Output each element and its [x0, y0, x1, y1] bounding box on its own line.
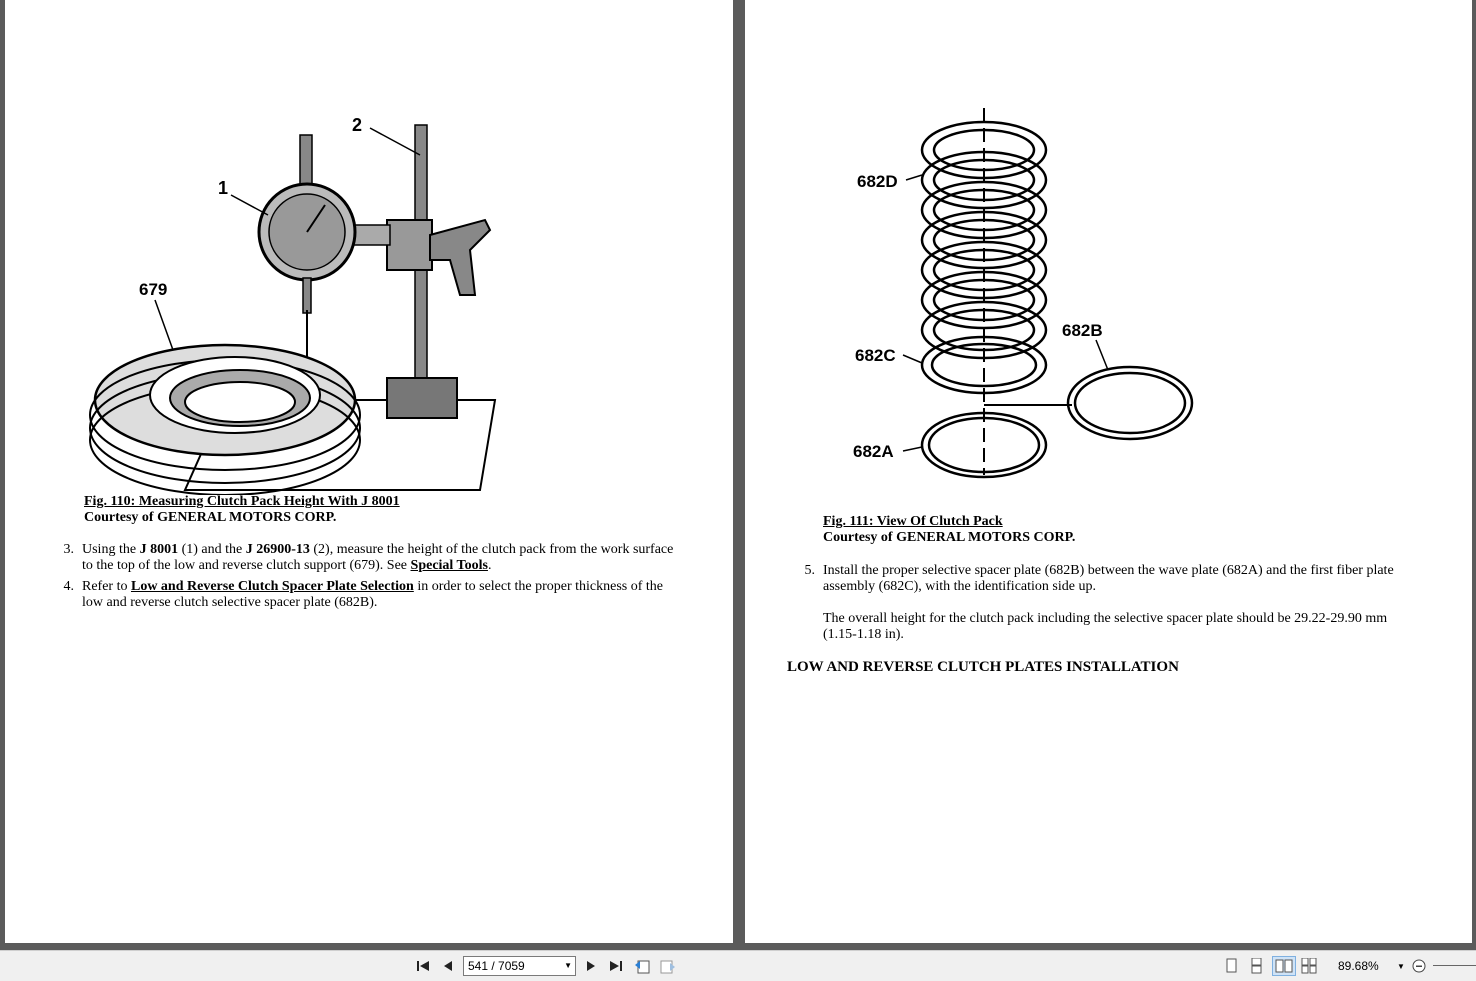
- height-note: (1.15-1.18 in).: [823, 627, 904, 642]
- figure-111-title: Fig. 111: View Of Clutch Pack: [823, 514, 1003, 529]
- viewer-toolbar: 541 / 7059 ▼ 89.68% ▼: [0, 950, 1476, 981]
- tool-j8001: J 8001: [139, 542, 179, 557]
- step-text: Install the proper selective spacer plat…: [823, 563, 1394, 578]
- section-heading: LOW AND REVERSE CLUTCH PLATES INSTALLATI…: [787, 659, 1179, 675]
- last-page-icon[interactable]: [607, 957, 625, 975]
- chevron-down-icon: ▼: [564, 961, 572, 970]
- step-text: .: [487, 558, 492, 573]
- callout-682b: 682B: [1062, 321, 1103, 340]
- figure-110-credit: Courtesy of GENERAL MOTORS CORP.: [84, 510, 337, 525]
- spacer-plate-selection-link[interactable]: Low and Reverse Clutch Spacer Plate Sele…: [130, 579, 414, 594]
- figure-110-title: Fig. 110: Measuring Clutch Pack Height W…: [84, 494, 400, 509]
- zoom-level[interactable]: 89.68%: [1338, 959, 1379, 973]
- prev-page-icon[interactable]: [439, 957, 457, 975]
- step-text: low and reverse clutch selective spacer …: [82, 595, 378, 610]
- forward-view-icon[interactable]: [659, 957, 677, 975]
- height-note: The overall height for the clutch pack i…: [823, 611, 1388, 626]
- back-view-icon[interactable]: [633, 957, 651, 975]
- callout-1: 1: [218, 178, 228, 198]
- step-text: in order to select the proper thickness …: [413, 579, 664, 594]
- facing-icon[interactable]: [1272, 956, 1296, 976]
- zoom-slider[interactable]: [1433, 965, 1476, 966]
- figure-110-caption: Fig. 110: Measuring Clutch Pack Height W…: [84, 494, 400, 526]
- step-number: 3.: [63, 542, 75, 557]
- step-number: 4.: [63, 579, 75, 594]
- step-text: to the top of the low and reverse clutch…: [82, 558, 411, 573]
- step-3: 3. Using the J 8001 (1) and the J 26900-…: [60, 542, 720, 576]
- document-page-right: 682D 682B 682C 682A Fig. 111: View Of Cl…: [745, 0, 1472, 943]
- continuous-icon[interactable]: [1247, 957, 1265, 975]
- step-5: 5. Install the proper selective spacer p…: [801, 563, 1466, 645]
- callout-682a: 682A: [853, 442, 894, 461]
- zoom-out-icon[interactable]: [1410, 957, 1428, 975]
- callout-2: 2: [352, 115, 362, 135]
- step-text: (1) and the: [178, 542, 246, 557]
- page-number-select[interactable]: 541 / 7059 ▼: [463, 956, 576, 976]
- continuous-facing-icon[interactable]: [1300, 957, 1318, 975]
- callout-682c: 682C: [855, 346, 896, 365]
- first-page-icon[interactable]: [414, 957, 432, 975]
- document-page-left: 2 1 679 Fig. 110: Measuring Clutch Pack …: [5, 0, 733, 943]
- step-text: Refer to: [82, 579, 131, 594]
- figure-111-credit: Courtesy of GENERAL MOTORS CORP.: [823, 530, 1076, 545]
- single-page-icon[interactable]: [1222, 957, 1240, 975]
- clutch-pack-exploded-illustration: 682D 682B 682C 682A: [853, 108, 1194, 479]
- tool-j26900-13: J 26900-13: [245, 542, 310, 557]
- figure-110: 2 1 679: [85, 110, 505, 495]
- clutch-pack-height-illustration: 2 1 679: [89, 115, 497, 495]
- special-tools-link[interactable]: Special Tools: [410, 558, 488, 573]
- step-4: 4. Refer to Low and Reverse Clutch Space…: [60, 579, 720, 613]
- step-text: (2), measure the height of the clutch pa…: [309, 542, 674, 557]
- step-number: 5.: [804, 563, 816, 578]
- callout-679: 679: [139, 280, 167, 299]
- figure-111-caption: Fig. 111: View Of Clutch Pack Courtesy o…: [823, 514, 1075, 546]
- next-page-icon[interactable]: [582, 957, 600, 975]
- page-number-value: 541 / 7059: [468, 959, 525, 973]
- zoom-menu-icon[interactable]: ▼: [1397, 961, 1405, 971]
- step-text: Using the: [82, 542, 140, 557]
- callout-682d: 682D: [857, 172, 898, 191]
- step-text: assembly (682C), with the identification…: [823, 579, 1096, 594]
- figure-111: 682D 682B 682C 682A: [850, 105, 1205, 495]
